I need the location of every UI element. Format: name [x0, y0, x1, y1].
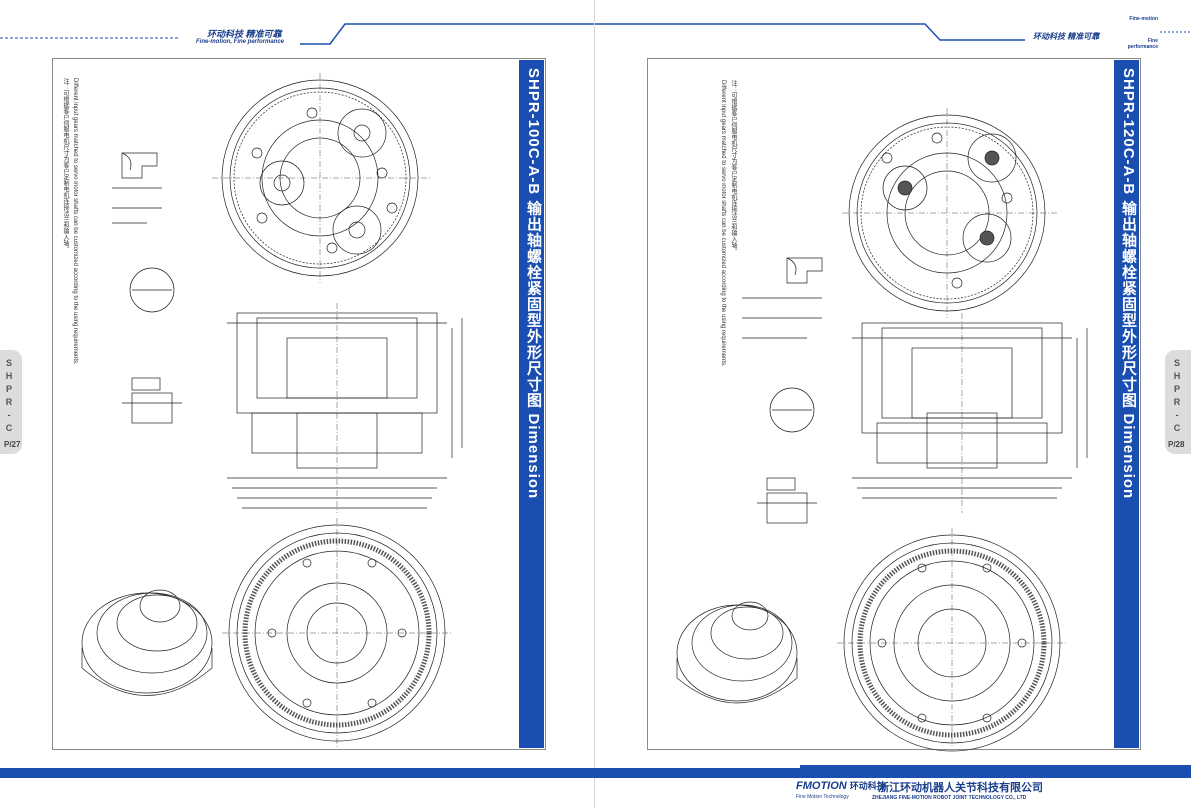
page-number-left: P/27 [4, 440, 21, 449]
isometric-view-left [81, 589, 213, 696]
top-view-left [212, 73, 432, 283]
note-cn-left: 注：可根据客户伺服电机尺寸为客户定制电机连接法兰和输入轴。 [62, 78, 68, 252]
header-left-slogan: 环动科技 精准可靠 [207, 29, 282, 39]
detail-b-right [769, 387, 815, 433]
technical-drawing-left [81, 73, 463, 748]
company-name-cn: 浙江环动机器人关节科技有限公司 [878, 782, 1043, 794]
header-left-slogan-en: Fine-motion, Fine performance [196, 39, 285, 45]
page-spine [594, 0, 595, 808]
side-tab-left-label: SHPR-C [4, 358, 14, 436]
header-right-slogan: 环动科技 精准可靠 [1033, 32, 1100, 41]
header-right-lines [595, 23, 1191, 41]
brand-logo-cn: 环动科技 [849, 781, 886, 791]
bottom-view-left [222, 518, 452, 748]
page-number-right: P/28 [1168, 440, 1185, 449]
side-tab-left[interactable]: SHPR-C [0, 350, 22, 454]
drawing-title-left: SHPR-100C-A-B 输出轴螺栓紧固型外形尺寸图 Dimension [525, 68, 542, 500]
detail-c-left [122, 377, 182, 424]
section-view-left [227, 303, 463, 513]
isometric-view-right [676, 601, 798, 704]
title-bar-left: SHPR-100C-A-B 输出轴螺栓紧固型外形尺寸图 Dimension [519, 60, 544, 748]
section-view-right [852, 313, 1088, 513]
note-en-right: Different input gears matched to servo m… [720, 80, 726, 367]
brand-logo-sub: Fine Motion Technology [796, 794, 849, 800]
detail-a-right [742, 257, 823, 339]
footer-band-accent [800, 765, 1191, 769]
note-en-left: Different input gears matched to servo m… [72, 78, 78, 365]
side-tab-right[interactable]: SHPR-C [1165, 350, 1191, 454]
title-bar-right: SHPR-120C-A-B 输出轴螺栓紧固型外形尺寸图 Dimension [1114, 60, 1139, 748]
note-cn-right: 注：可根据客户伺服电机尺寸为客户定制电机连接法兰和输入轴。 [730, 80, 736, 254]
technical-drawing-right [676, 108, 1088, 752]
drawing-title-right: SHPR-120C-A-B 输出轴螺栓紧固型外形尺寸图 Dimension [1120, 68, 1137, 500]
brand-logo: FMOTION 环动科技 [796, 779, 886, 792]
company-name-en: ZHEJIANG FINE-MOTION ROBOT JOINT TECHNOL… [872, 795, 1027, 801]
detail-c-right [757, 477, 817, 524]
side-tab-right-label: SHPR-C [1172, 358, 1182, 436]
top-view-right [842, 108, 1057, 318]
drawing-frame-right [647, 58, 1141, 750]
footer-band [0, 768, 1191, 778]
header-right-tag-1: Fine-motion [1129, 16, 1158, 22]
header-left-lines [0, 23, 594, 45]
header-right-tag-2: Fine performance [1127, 38, 1158, 50]
drawing-frame-left [52, 58, 546, 750]
detail-a-left [112, 152, 162, 224]
brand-logo-text: FMOTION [796, 780, 847, 792]
detail-b-left [129, 267, 175, 313]
bottom-view-right [837, 528, 1067, 752]
